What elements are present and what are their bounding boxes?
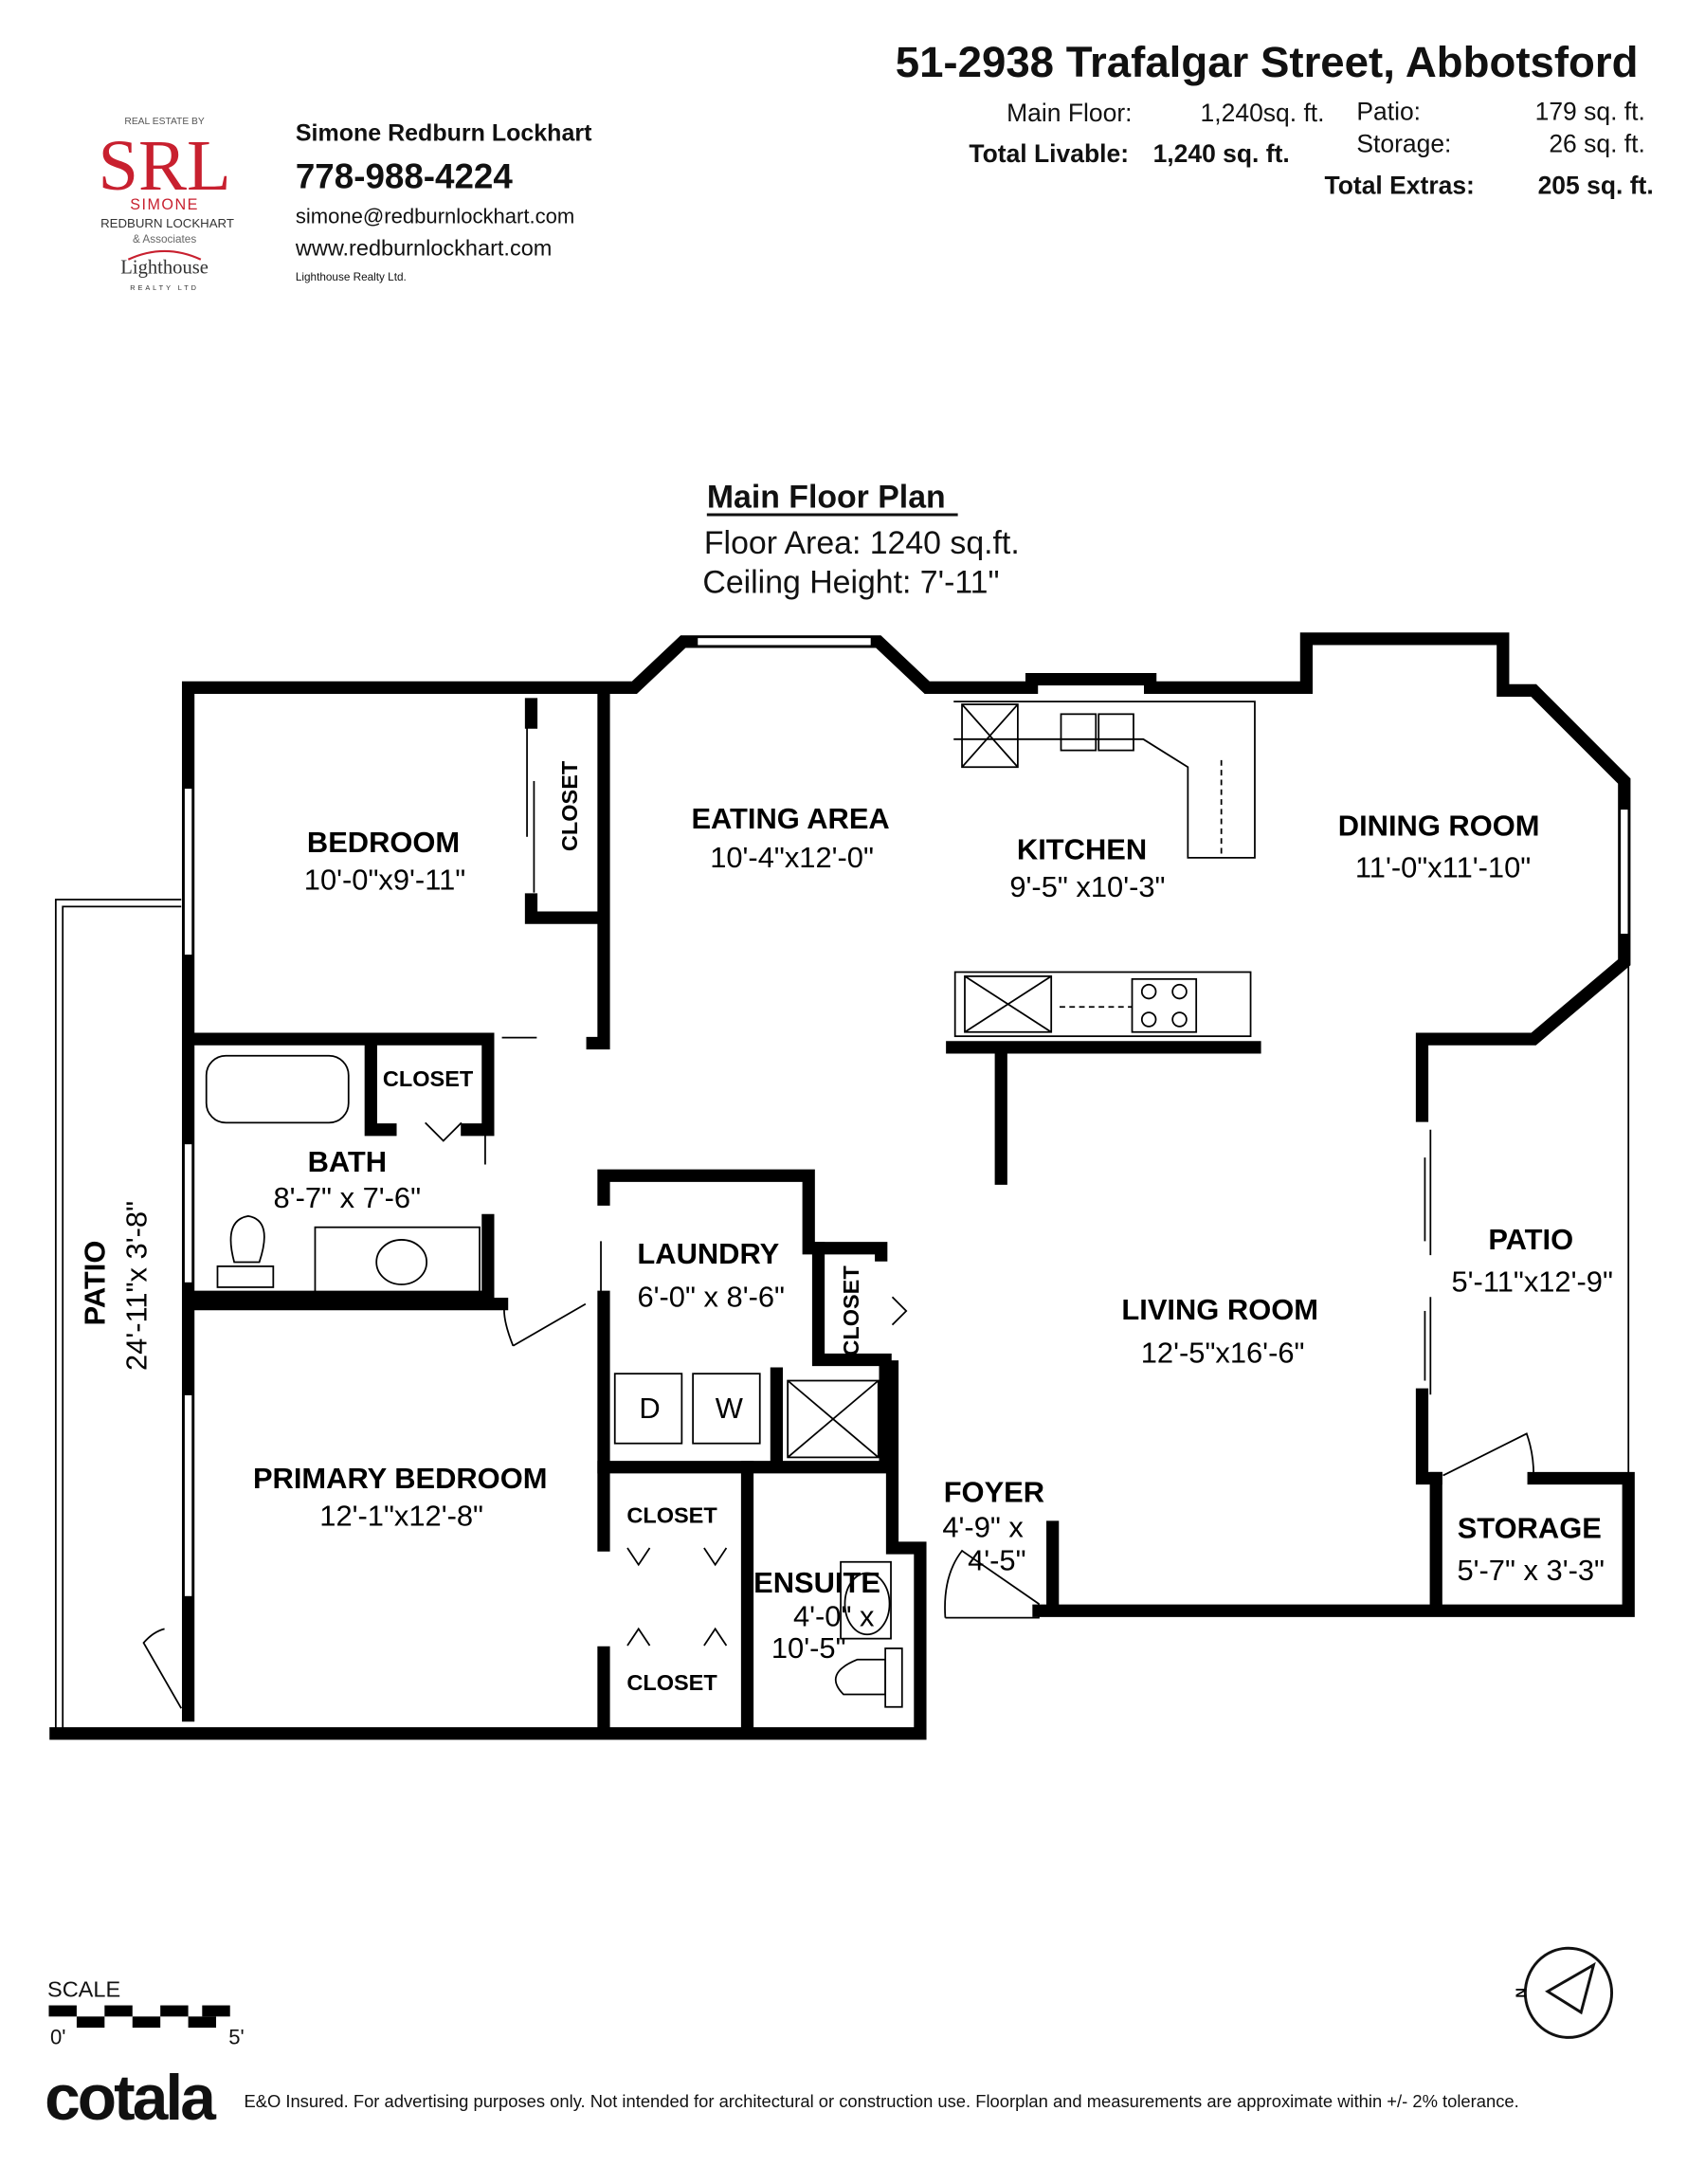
logo-arc-icon [127, 249, 202, 261]
total-livable-label: Total Livable: [969, 139, 1129, 168]
logo-simone: SIMONE [130, 196, 199, 213]
property-address: 51-2938 Trafalgar Street, Abbotsford [896, 38, 1639, 86]
room-dims-patio-right: 5'-11"x12'-9" [1451, 1265, 1612, 1298]
logo-top-text: REAL ESTATE BY [124, 117, 205, 127]
room-label-patio-right: PATIO [1488, 1223, 1573, 1256]
room-label-primary-bedroom: PRIMARY BEDROOM [253, 1462, 547, 1495]
room-label-kitchen: KITCHEN [1017, 832, 1147, 865]
agent-logo: REAL ESTATE BY SRL SIMONE REDBURN LOCKHA… [98, 117, 233, 292]
logo-brokerage-sub: REALTY LTD [130, 283, 199, 292]
room-label-eating-area: EATING AREA [691, 802, 889, 835]
room-label-storage: STORAGE [1458, 1512, 1602, 1545]
dryer-label: D [639, 1392, 660, 1425]
scale-bar [48, 2005, 230, 2029]
compass-north-label: N [1514, 1988, 1529, 1998]
room-label-dining-room: DINING ROOM [1338, 809, 1540, 842]
room-label-bedroom-closet: CLOSET [557, 760, 582, 851]
plan-floor-area: Floor Area: 1240 sq.ft. [704, 525, 1020, 561]
room-dims-patio-left: 24'-11"x 3'-8" [119, 1201, 153, 1371]
main-floor-value: 1,240sq. ft. [1201, 99, 1325, 127]
logo-letters: SRL [98, 125, 230, 206]
logo-assoc: & Associates [133, 233, 196, 246]
room-dims-dining-room: 11'-0"x11'-10" [1355, 850, 1531, 883]
plan-ceiling-height: Ceiling Height: 7'-11" [702, 564, 999, 600]
fixtures [54, 636, 1630, 1730]
room-label-primary-closet-1: CLOSET [626, 1503, 717, 1528]
agent-brokerage: Lighthouse Realty Ltd. [296, 271, 407, 283]
total-extras-label: Total Extras: [1325, 172, 1475, 200]
total-livable-value: 1,240 sq. ft. [1153, 139, 1290, 168]
room-label-bath-closet: CLOSET [383, 1066, 474, 1091]
main-floor-label: Main Floor: [1007, 99, 1132, 127]
room-label-foyer: FOYER [944, 1475, 1044, 1508]
walls [49, 632, 1635, 1740]
room-dims-kitchen: 9'-5" x10'-3" [1009, 870, 1165, 903]
room-dims-ensuite-1: 4'-0" x [793, 1599, 875, 1632]
disclaimer: E&O Insured. For advertising purposes on… [244, 2091, 1518, 2111]
room-label-laundry: LAUNDRY [637, 1237, 779, 1270]
room-label-laundry-closet: CLOSET [839, 1265, 863, 1356]
agent-name: Simone Redburn Lockhart [296, 120, 592, 147]
room-dims-storage: 5'-7" x 3'-3" [1457, 1554, 1605, 1587]
total-extras-value: 205 sq. ft. [1538, 172, 1654, 200]
room-dims-eating-area: 10'-4"x12'-0" [710, 841, 874, 874]
room-label-ensuite: ENSUITE [753, 1566, 880, 1599]
plan-title: Main Floor Plan [707, 480, 946, 516]
compass-icon: N [1514, 1946, 1614, 2039]
washer-label: W [716, 1392, 744, 1425]
agent-website[interactable]: www.redburnlockhart.com [295, 235, 553, 260]
scale-label: SCALE [47, 1977, 120, 2002]
room-label-primary-closet-2: CLOSET [626, 1670, 717, 1695]
storage-label: Storage: [1356, 129, 1451, 157]
room-dims-ensuite-2: 10'-5" [771, 1631, 846, 1665]
room-dims-living-room: 12'-5"x16'-6" [1141, 1336, 1305, 1369]
room-dims-primary-bedroom: 12'-1"x12'-8" [319, 1500, 483, 1533]
room-dims-foyer-2: 4'-5" [968, 1544, 1025, 1577]
room-dims-bedroom: 10'-0"x9'-11" [304, 864, 465, 897]
room-label-bath: BATH [308, 1145, 387, 1178]
room-dims-foyer-1: 4'-9" x [942, 1510, 1024, 1543]
storage-value: 26 sq. ft. [1549, 129, 1645, 157]
room-label-living-room: LIVING ROOM [1121, 1293, 1318, 1326]
logo-brokerage: Lighthouse [120, 257, 209, 278]
agent-phone[interactable]: 778-988-4224 [296, 157, 514, 196]
room-label-patio-left: PATIO [78, 1241, 111, 1326]
cotala-logo: cotala [45, 2063, 217, 2134]
scale-start: 0' [50, 2026, 65, 2049]
room-dims-laundry: 6'-0" x 8'-6" [637, 1281, 785, 1314]
room-label-bedroom: BEDROOM [307, 826, 460, 859]
scale-end: 5' [228, 2026, 244, 2049]
patio-label: Patio: [1356, 98, 1421, 126]
room-dims-bath: 8'-7" x 7'-6" [274, 1181, 422, 1214]
logo-name: REDBURN LOCKHART [100, 216, 234, 230]
patio-value: 179 sq. ft. [1535, 98, 1645, 126]
agent-email[interactable]: simone@redburnlockhart.com [296, 205, 574, 228]
